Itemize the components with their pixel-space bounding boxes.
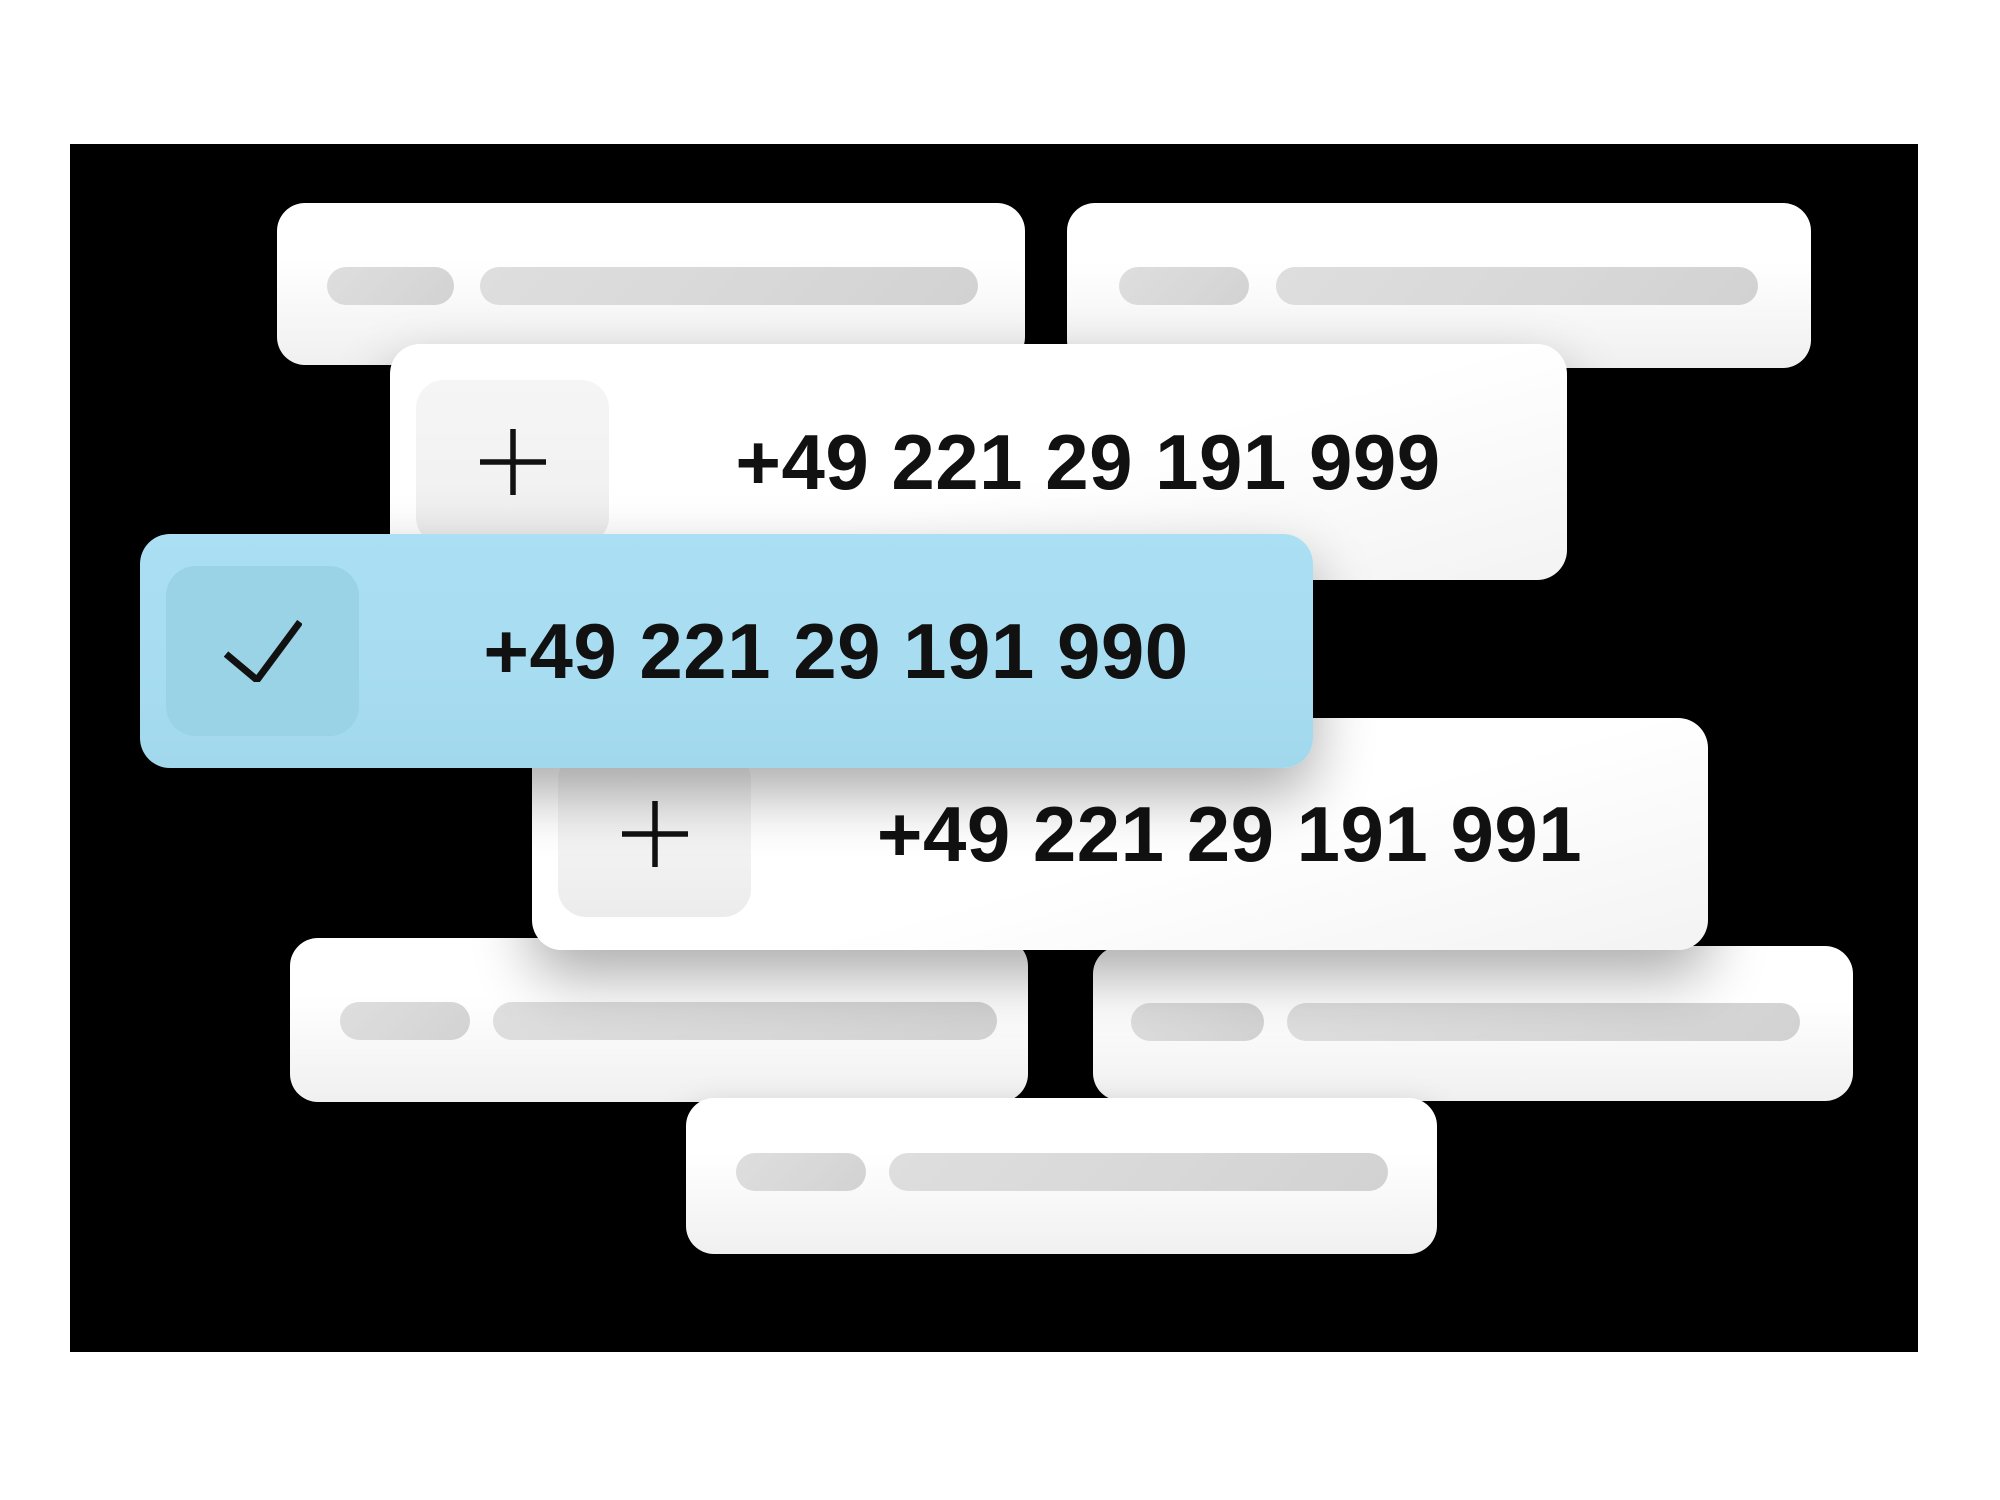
placeholder-bar (889, 1153, 1388, 1191)
placeholder-bar (340, 1002, 470, 1040)
phone-number-label: +49 221 29 191 990 (483, 606, 1189, 695)
placeholder-card (277, 203, 1025, 365)
plus-icon (620, 799, 690, 869)
selected-number-button[interactable] (166, 566, 359, 736)
phone-option-card-selected[interactable]: +49 221 29 191 990 (140, 534, 1313, 768)
placeholder-bar (1119, 267, 1249, 305)
placeholder-bar (1287, 1003, 1800, 1041)
placeholder-card (1093, 946, 1853, 1101)
plus-icon (478, 427, 548, 497)
phone-number-label: +49 221 29 191 999 (735, 417, 1441, 506)
placeholder-bar (736, 1153, 866, 1191)
placeholder-bar (327, 267, 454, 305)
add-number-button[interactable] (416, 379, 609, 545)
placeholder-card (686, 1098, 1437, 1254)
placeholder-bar (1131, 1003, 1264, 1041)
check-icon (223, 620, 302, 682)
placeholder-bar (480, 267, 978, 305)
placeholder-bar (1276, 267, 1758, 305)
placeholder-bar (493, 1002, 997, 1040)
placeholder-card (290, 938, 1028, 1102)
placeholder-card (1067, 203, 1811, 368)
add-number-button[interactable] (558, 751, 751, 917)
phone-number-label: +49 221 29 191 991 (876, 789, 1583, 878)
